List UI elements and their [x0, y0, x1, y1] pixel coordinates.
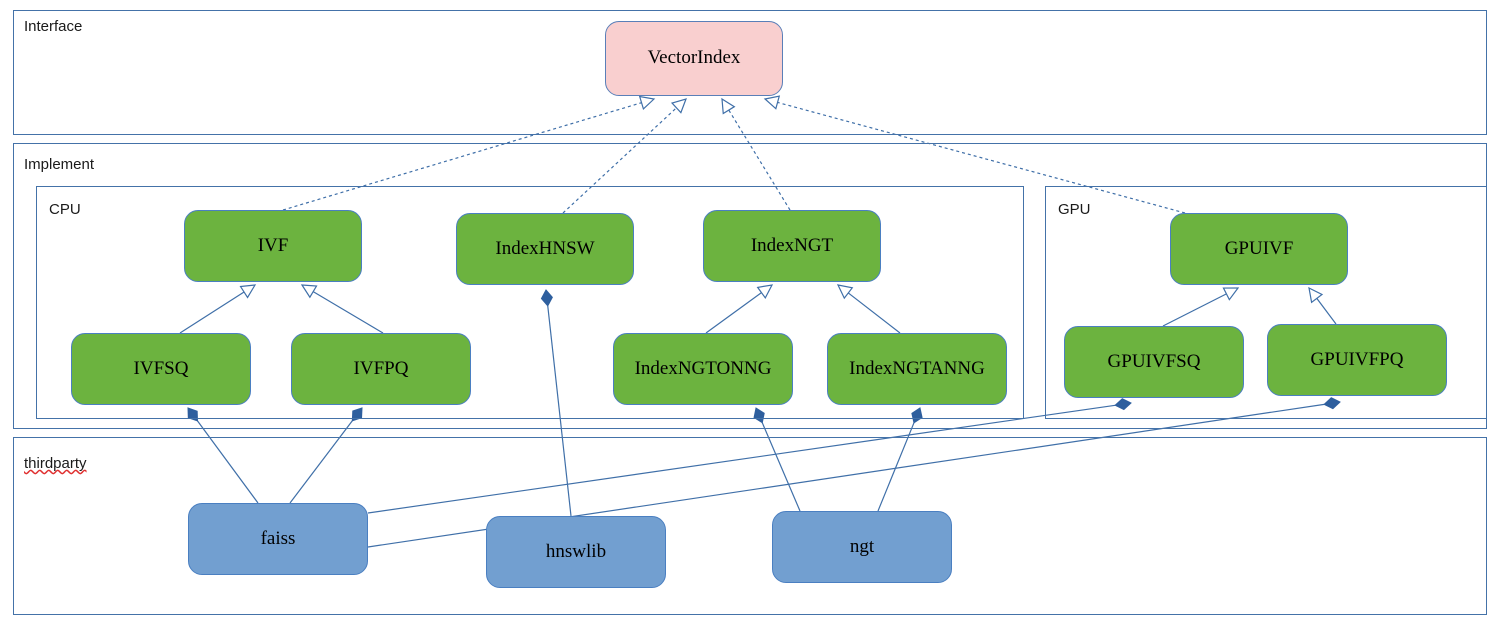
group-box-interface — [13, 10, 1487, 135]
group-label-gpu: GPU — [1058, 201, 1091, 218]
class-node-gpuivf[interactable]: GPUIVF — [1170, 213, 1348, 285]
class-node-hnswlib[interactable]: hnswlib — [486, 516, 666, 588]
class-node-gpuivfpq[interactable]: GPUIVFPQ — [1267, 324, 1447, 396]
class-node-gpuivfsq[interactable]: GPUIVFSQ — [1064, 326, 1244, 398]
class-node-vectorindex[interactable]: VectorIndex — [605, 21, 783, 96]
class-node-ivfpq[interactable]: IVFPQ — [291, 333, 471, 405]
group-label-interface: Interface — [24, 18, 83, 35]
group-box-gpu — [1045, 186, 1487, 419]
group-label-thirdparty: thirdparty — [24, 455, 87, 472]
class-node-ivf[interactable]: IVF — [184, 210, 362, 282]
group-label-implement: Implement — [24, 156, 95, 173]
class-node-indexngtanng[interactable]: IndexNGTANNG — [827, 333, 1007, 405]
group-box-thirdparty — [13, 437, 1487, 615]
class-node-indexngtonng[interactable]: IndexNGTONNG — [613, 333, 793, 405]
group-label-cpu: CPU — [49, 201, 81, 218]
class-node-indexhnsw[interactable]: IndexHNSW — [456, 213, 634, 285]
class-node-ngt[interactable]: ngt — [772, 511, 952, 583]
class-node-ivfsq[interactable]: IVFSQ — [71, 333, 251, 405]
group-box-cpu — [36, 186, 1024, 419]
class-node-indexngt[interactable]: IndexNGT — [703, 210, 881, 282]
class-node-faiss[interactable]: faiss — [188, 503, 368, 575]
